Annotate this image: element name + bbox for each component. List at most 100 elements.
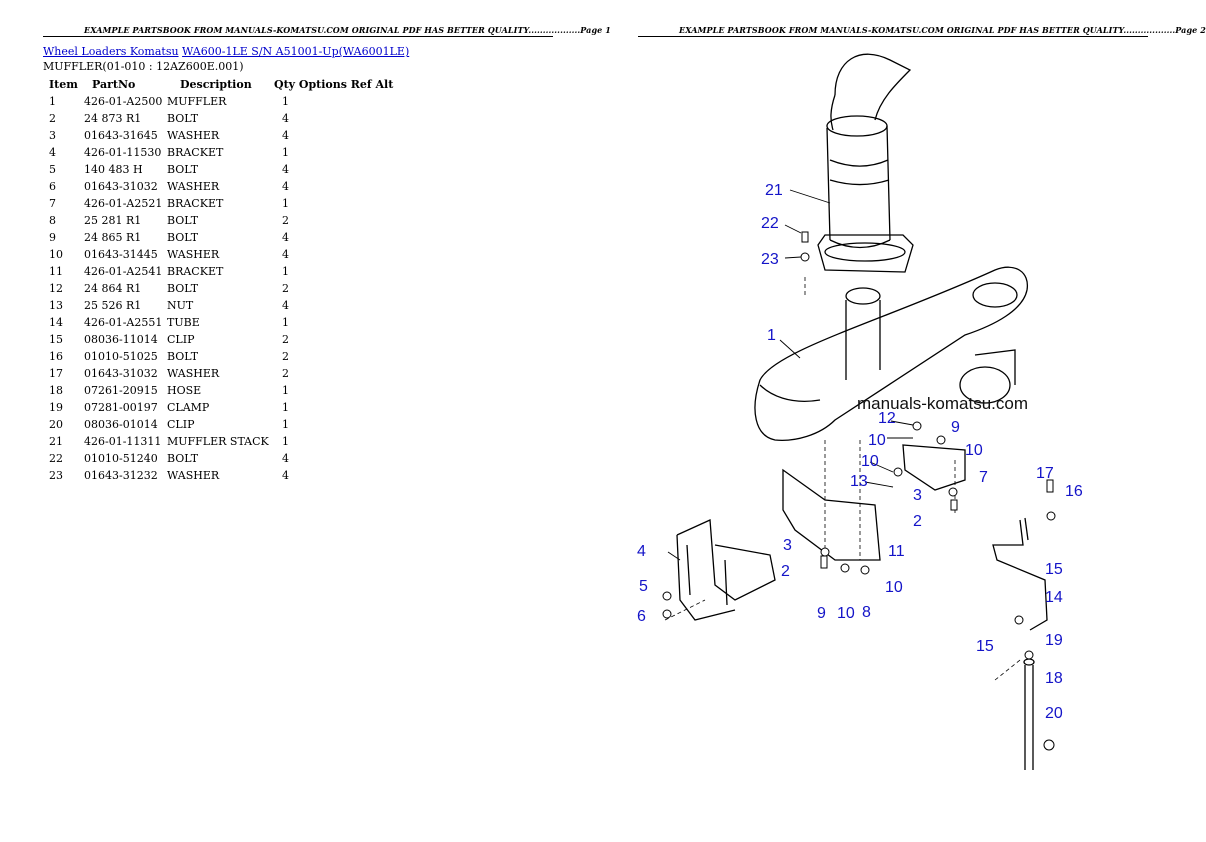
cell-partno: 426-01-A2551 <box>84 316 163 329</box>
cell-description: CLAMP <box>167 401 210 414</box>
callout-10: 10 <box>868 432 886 449</box>
cell-description: BOLT <box>167 112 199 125</box>
cell-qty: 4 <box>282 112 289 125</box>
page-header: EXAMPLE PARTSBOOK FROM MANUALS-KOMATSU.C… <box>84 25 611 35</box>
cell-qty: 4 <box>282 129 289 142</box>
callout-19: 19 <box>1045 632 1063 649</box>
cell-partno: 426-01-A2500 <box>84 95 163 108</box>
cell-description: BOLT <box>167 350 199 363</box>
cell-description: BOLT <box>167 214 199 227</box>
exploded-parts-diagram: 21 22 23 1 12 9 10 10 10 7 13 3 2 17 16 … <box>637 53 1083 770</box>
cell-qty: 2 <box>282 214 289 227</box>
cell-description: BRACKET <box>167 146 224 159</box>
cell-qty: 1 <box>282 435 289 448</box>
cell-item: 15 <box>49 333 63 346</box>
callout-3: 3 <box>783 537 792 554</box>
cell-partno: 07281-00197 <box>84 401 158 414</box>
callout-1: 1 <box>767 327 776 344</box>
stack-elbow-shape <box>834 53 912 121</box>
cell-qty: 1 <box>282 401 289 414</box>
cell-qty: 4 <box>282 231 289 244</box>
callout-2: 2 <box>913 513 922 530</box>
callout-3: 3 <box>913 487 922 504</box>
cell-item: 4 <box>49 146 56 159</box>
callout-12: 12 <box>878 410 896 427</box>
callout-9: 9 <box>817 605 826 622</box>
breadcrumb-link-model[interactable]: WA600-1LE S/N A51001-Up(WA6001LE) <box>182 45 410 58</box>
callout-14: 14 <box>1045 589 1063 606</box>
cell-item: 9 <box>49 231 56 244</box>
callout-15: 15 <box>976 638 994 655</box>
cell-partno: 24 865 R1 <box>84 231 142 244</box>
cell-partno: 01010-51025 <box>84 350 158 363</box>
parts-table: Item PartNo Description Qty Options Ref … <box>43 76 393 484</box>
callout-15: 15 <box>1045 561 1063 578</box>
callout-16: 16 <box>1065 483 1083 500</box>
column-header-qty-options: Qty Options Ref Alt <box>274 78 394 91</box>
cell-item: 23 <box>49 469 63 482</box>
cell-qty: 1 <box>282 316 289 329</box>
cell-item: 7 <box>49 197 56 210</box>
cell-partno: 01643-31645 <box>84 129 158 142</box>
callout-13: 13 <box>850 473 868 490</box>
breadcrumb-link-category[interactable]: Wheel Loaders Komatsu <box>43 45 179 58</box>
cell-description: WASHER <box>167 180 220 193</box>
cell-item: 14 <box>49 316 63 329</box>
cell-partno: 01643-31445 <box>84 248 158 261</box>
cell-partno: 25 526 R1 <box>84 299 142 312</box>
cell-qty: 1 <box>282 197 289 210</box>
callout-17: 17 <box>1036 465 1054 482</box>
cell-item: 16 <box>49 350 63 363</box>
cell-item: 1 <box>49 95 56 108</box>
cell-item: 19 <box>49 401 63 414</box>
cell-description: CLIP <box>167 418 195 431</box>
callout-10: 10 <box>965 442 983 459</box>
cell-description: WASHER <box>167 469 220 482</box>
cell-partno: 426-01-A2541 <box>84 265 163 278</box>
cell-partno: 01010-51240 <box>84 452 158 465</box>
cell-item: 6 <box>49 180 56 193</box>
cell-description: MUFFLER STACK <box>167 435 269 448</box>
cell-description: WASHER <box>167 367 220 380</box>
cell-partno: 426-01-11311 <box>84 435 162 448</box>
cell-description: BRACKET <box>167 265 224 278</box>
cell-partno: 08036-01014 <box>84 418 158 431</box>
cell-qty: 4 <box>282 469 289 482</box>
page-header: EXAMPLE PARTSBOOK FROM MANUALS-KOMATSU.C… <box>679 25 1206 35</box>
header-rule <box>43 36 553 37</box>
cell-item: 2 <box>49 112 56 125</box>
cell-item: 8 <box>49 214 56 227</box>
cell-qty: 2 <box>282 333 289 346</box>
cell-item: 12 <box>49 282 63 295</box>
breadcrumb: Wheel Loaders Komatsu WA600-1LE S/N A510… <box>43 45 409 58</box>
section-title: MUFFLER(01-010 : 12AZ600E.001) <box>43 60 244 73</box>
cell-item: 10 <box>49 248 63 261</box>
cell-partno: 07261-20915 <box>84 384 158 397</box>
callout-4: 4 <box>637 543 646 560</box>
cell-partno: 24 864 R1 <box>84 282 142 295</box>
page-2: EXAMPLE PARTSBOOK FROM MANUALS-KOMATSU.C… <box>595 0 1206 842</box>
cell-item: 22 <box>49 452 63 465</box>
bracket-11-shape <box>782 468 881 561</box>
cell-qty: 4 <box>282 180 289 193</box>
cell-qty: 1 <box>282 146 289 159</box>
cell-item: 21 <box>49 435 63 448</box>
cell-item: 20 <box>49 418 63 431</box>
page-1: EXAMPLE PARTSBOOK FROM MANUALS-KOMATSU.C… <box>0 0 611 842</box>
callout-21: 21 <box>765 182 783 199</box>
callout-11: 11 <box>888 543 905 560</box>
cell-description: MUFFLER <box>167 95 227 108</box>
cell-partno: 01643-31232 <box>84 469 158 482</box>
cell-description: NUT <box>167 299 194 312</box>
cell-partno: 140 483 H <box>84 163 143 176</box>
callout-20: 20 <box>1045 705 1063 722</box>
